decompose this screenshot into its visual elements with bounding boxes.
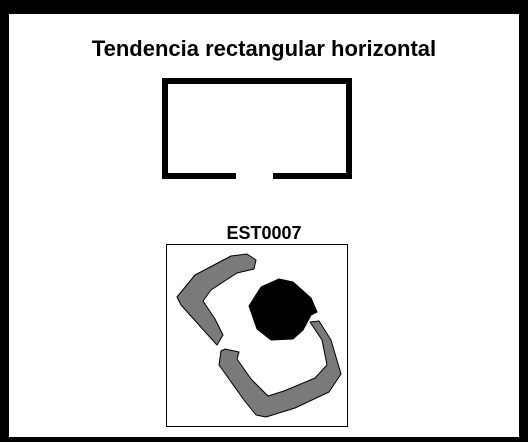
rectangular-trend-symbol xyxy=(162,78,352,179)
open-rectangle-outline xyxy=(162,78,352,179)
site-plan-panel xyxy=(166,244,348,427)
site-plan-drawing xyxy=(176,253,342,418)
plan-dark-feature xyxy=(248,278,318,341)
plan-wall-upper-left xyxy=(176,253,257,346)
figure-title: Tendencia rectangular horizontal xyxy=(91,36,437,61)
plan-wall-lower-right xyxy=(218,320,342,418)
site-code-label: EST0007 xyxy=(226,223,302,243)
